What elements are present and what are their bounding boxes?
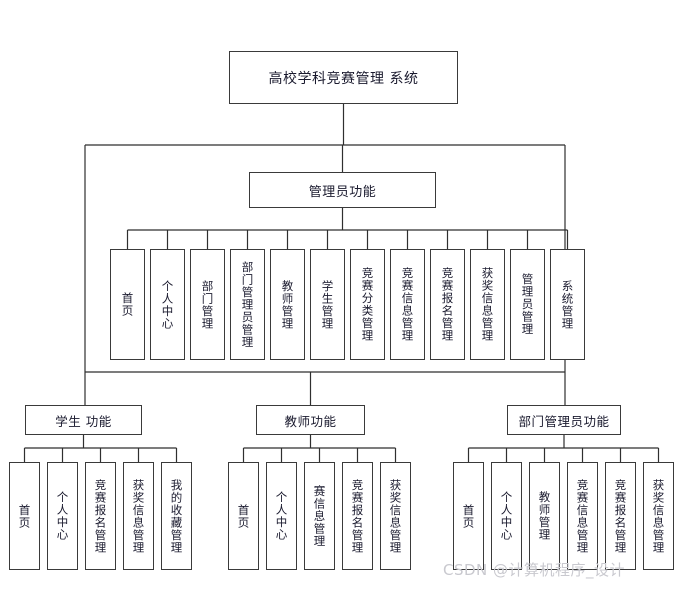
watermark-text: CSDN @计算机程序_设计 xyxy=(443,561,626,579)
group-node-admin[interactable]: 管理员功能 xyxy=(249,172,436,208)
leaf-node-student-item-1[interactable]: 个人中心 xyxy=(47,462,78,570)
leaf-node-department-admin-item-0[interactable]: 首页 xyxy=(453,462,484,570)
leaf-node-student-item-1-label: 个人中心 xyxy=(55,491,70,541)
leaf-node-admin-item-5[interactable]: 学生管理 xyxy=(310,249,345,360)
leaf-node-admin-item-10[interactable]: 管理员管理 xyxy=(510,249,545,360)
leaf-node-department-admin-item-4-label: 竞赛报名管理 xyxy=(613,478,628,554)
leaf-node-admin-item-6-label: 竞赛分类管理 xyxy=(360,267,375,342)
root-node[interactable]: 高校学科竞赛管理 系统 xyxy=(229,51,458,104)
root-node-label: 高校学科竞赛管理 系统 xyxy=(268,70,419,87)
leaf-node-department-admin-item-0-label: 首页 xyxy=(461,503,476,529)
leaf-node-teacher-item-3-label: 竞赛报名管理 xyxy=(350,478,365,554)
leaf-node-teacher-item-1[interactable]: 个人中心 xyxy=(266,462,297,570)
leaf-node-admin-item-4[interactable]: 教师管理 xyxy=(270,249,305,360)
leaf-node-admin-item-3-label: 部门管理员管理 xyxy=(240,260,255,349)
leaf-node-admin-item-3[interactable]: 部门管理员管理 xyxy=(230,249,265,360)
group-node-department-admin-label: 部门管理员功能 xyxy=(518,413,610,429)
leaf-node-teacher-item-1-label: 个人中心 xyxy=(274,491,289,541)
group-node-teacher-label: 教师功能 xyxy=(284,413,337,429)
leaf-node-admin-item-0[interactable]: 首页 xyxy=(110,249,145,360)
leaf-node-admin-item-1[interactable]: 个人中心 xyxy=(150,249,185,360)
leaf-node-student-item-2-label: 竞赛报名管理 xyxy=(93,478,108,554)
leaf-node-student-item-0-label: 首页 xyxy=(17,503,32,529)
leaf-node-admin-item-2-label: 部门管理 xyxy=(200,279,215,330)
leaf-node-teacher-item-0[interactable]: 首页 xyxy=(228,462,259,570)
leaf-node-department-admin-item-3-label: 竞赛信息管理 xyxy=(575,478,590,554)
leaf-node-admin-item-11-label: 系统管理 xyxy=(560,279,575,330)
group-node-teacher[interactable]: 教师功能 xyxy=(256,405,365,435)
leaf-node-department-admin-item-4[interactable]: 竞赛报名管理 xyxy=(605,462,636,570)
leaf-node-admin-item-7-label: 竞赛信息管理 xyxy=(400,267,415,342)
leaf-node-teacher-item-4-label: 获奖信息管理 xyxy=(388,478,403,554)
leaf-node-student-item-4[interactable]: 我的收藏管理 xyxy=(161,462,192,570)
leaf-node-department-admin-item-1-label: 个人中心 xyxy=(499,491,514,541)
leaf-node-teacher-item-2[interactable]: 赛信息管理 xyxy=(304,462,335,570)
group-node-student-label: 学生 功能 xyxy=(55,413,112,429)
leaf-node-teacher-item-4[interactable]: 获奖信息管理 xyxy=(380,462,411,570)
leaf-node-department-admin-item-3[interactable]: 竞赛信息管理 xyxy=(567,462,598,570)
leaf-node-student-item-3[interactable]: 获奖信息管理 xyxy=(123,462,154,570)
leaf-node-teacher-item-0-label: 首页 xyxy=(236,503,251,529)
leaf-node-admin-item-10-label: 管理员管理 xyxy=(520,273,535,336)
leaf-node-department-admin-item-1[interactable]: 个人中心 xyxy=(491,462,522,570)
leaf-node-student-item-4-label: 我的收藏管理 xyxy=(169,478,184,554)
leaf-node-admin-item-7[interactable]: 竞赛信息管理 xyxy=(390,249,425,360)
leaf-node-admin-item-9[interactable]: 获奖信息管理 xyxy=(470,249,505,360)
leaf-node-department-admin-item-5[interactable]: 获奖信息管理 xyxy=(643,462,674,570)
leaf-node-teacher-item-3[interactable]: 竞赛报名管理 xyxy=(342,462,373,570)
group-node-admin-label: 管理员功能 xyxy=(308,184,377,200)
leaf-node-admin-item-8[interactable]: 竞赛报名管理 xyxy=(430,249,465,360)
leaf-node-admin-item-8-label: 竞赛报名管理 xyxy=(440,267,455,342)
leaf-node-admin-item-6[interactable]: 竞赛分类管理 xyxy=(350,249,385,360)
leaf-node-admin-item-5-label: 学生管理 xyxy=(320,279,335,330)
leaf-node-admin-item-2[interactable]: 部门管理 xyxy=(190,249,225,360)
leaf-node-department-admin-item-5-label: 获奖信息管理 xyxy=(651,478,666,554)
leaf-node-student-item-2[interactable]: 竞赛报名管理 xyxy=(85,462,116,570)
leaf-node-admin-item-11[interactable]: 系统管理 xyxy=(550,249,585,360)
leaf-node-teacher-item-2-label: 赛信息管理 xyxy=(312,484,327,548)
leaf-node-student-item-0[interactable]: 首页 xyxy=(9,462,40,570)
leaf-node-department-admin-item-2[interactable]: 教师管理 xyxy=(529,462,560,570)
leaf-node-admin-item-4-label: 教师管理 xyxy=(280,279,295,330)
leaf-node-admin-item-0-label: 首页 xyxy=(120,292,135,317)
group-node-student[interactable]: 学生 功能 xyxy=(25,405,142,435)
leaf-node-admin-item-9-label: 获奖信息管理 xyxy=(480,267,495,342)
leaf-node-student-item-3-label: 获奖信息管理 xyxy=(131,478,146,554)
group-node-department-admin[interactable]: 部门管理员功能 xyxy=(507,405,621,435)
leaf-node-admin-item-1-label: 个人中心 xyxy=(160,279,175,330)
leaf-node-department-admin-item-2-label: 教师管理 xyxy=(537,491,552,541)
